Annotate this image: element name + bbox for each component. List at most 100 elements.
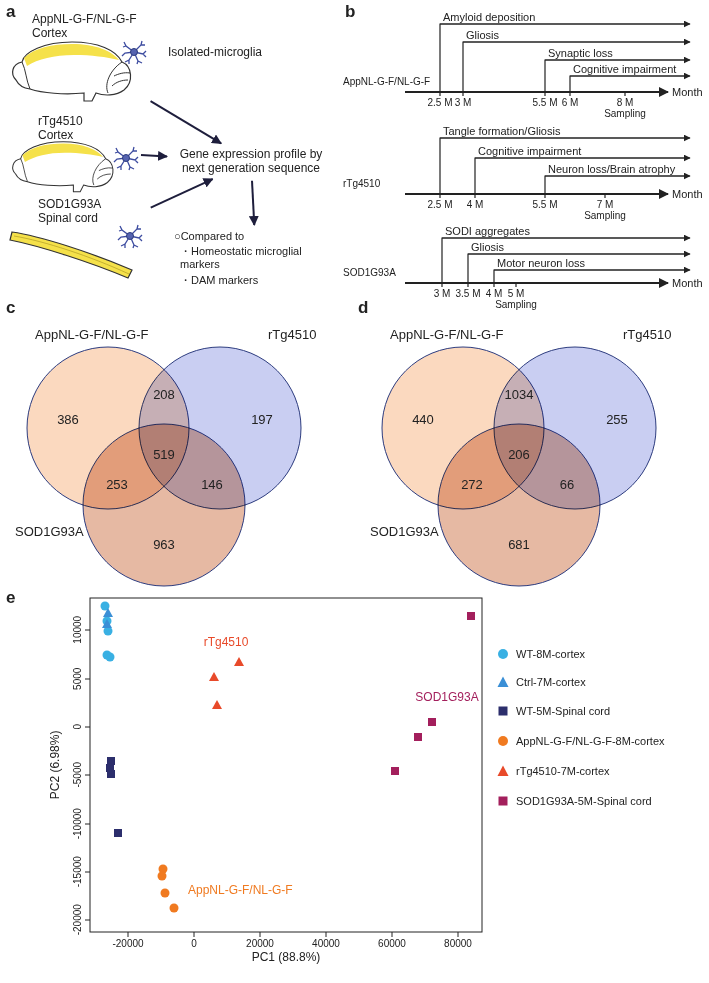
panel-letter: c: [6, 298, 15, 318]
timeline-label: Cognitive impairment: [478, 145, 581, 158]
figure-line: [570, 75, 690, 76]
venn-circle-outline: [83, 424, 245, 586]
tick-label: -5000: [72, 762, 84, 788]
wt-5m-points: [106, 757, 122, 837]
legend-swatch: [496, 734, 510, 748]
timeline-label: Motor neuron loss: [497, 257, 585, 270]
figure-path: [14, 236, 129, 274]
tick-label: 2.5 M: [427, 199, 452, 211]
timeline-label: Neuron loss/Brain atrophy: [548, 163, 675, 176]
tick-label: 5.5 M: [532, 199, 557, 211]
venn-count: 272: [461, 478, 483, 493]
legend-swatch: [496, 647, 510, 661]
rtg-points: [209, 657, 244, 709]
figure-circle: [161, 889, 170, 898]
figure-circle: [106, 653, 115, 662]
tick-label: 10000: [72, 616, 84, 644]
tick-label: 5000: [72, 668, 84, 690]
figure-line: [545, 175, 690, 176]
timeline-label: Gliosis: [466, 29, 499, 42]
figure-use: [13, 142, 113, 192]
venn-count: 255: [606, 413, 628, 428]
figure-path: [442, 283, 516, 287]
figure-line: [405, 282, 668, 284]
venn-heading: AppNL-G-F/NL-G-F: [35, 328, 148, 343]
tick-label: 20000: [246, 938, 274, 950]
venn-heading: SOD1G93A: [370, 525, 439, 540]
figure-path: [440, 92, 625, 96]
venn-count: 146: [201, 478, 223, 493]
cluster-label: SOD1G93A: [415, 691, 478, 705]
model-name: AppNL-G-F/NL-G-F: [343, 76, 430, 88]
tick-label: 80000: [444, 938, 472, 950]
legend-text: WT-8M-cortex: [516, 648, 585, 660]
legend-text: SOD1G93A-5M-Spinal cord: [516, 795, 652, 807]
figure-rect: [391, 767, 399, 775]
timeline-label: Amyloid deposition: [443, 11, 535, 24]
legend-swatch: [496, 794, 510, 808]
node-text: SOD1G93A Spinal cord: [8, 197, 116, 226]
figure-path: [85, 630, 90, 920]
figure-polygon: [209, 672, 219, 681]
cluster-label: rTg4510: [204, 636, 249, 650]
venn-heading: rTg4510: [623, 328, 671, 343]
tick-label: Sampling: [604, 108, 646, 120]
pca-plot: [85, 598, 482, 937]
tick-label: 4 M: [467, 199, 484, 211]
legend-swatch-shape: [498, 736, 508, 746]
wt-8m-points: [101, 602, 115, 662]
legend-text: WT-5M-Spinal cord: [516, 705, 610, 717]
timeline-label: Month: [672, 277, 703, 290]
tick-label: 2.5 M: [427, 97, 452, 109]
figure-path: [128, 932, 458, 937]
timeline-label: Cognitive impairment: [573, 63, 676, 76]
figure-use: [114, 147, 138, 170]
venn-count: 208: [153, 388, 175, 403]
flow-arrow: [252, 181, 254, 225]
node-text: Gene expression profile by next generati…: [170, 147, 332, 176]
legend-swatch-shape: [498, 677, 509, 688]
sample-node: AppNL-G-F/NL-G-F Cortex: [8, 10, 148, 105]
flow-arrow: [141, 155, 167, 157]
legend-row: SOD1G93A-5M-Spinal cord: [496, 794, 652, 808]
tick-label: 5.5 M: [532, 97, 557, 109]
tick-label: -20000: [112, 938, 143, 950]
sample-node: SOD1G93A Spinal cord: [8, 195, 148, 287]
legend-row: WT-5M-Spinal cord: [496, 704, 610, 718]
venn-count: 681: [508, 538, 530, 553]
figure-rect: [107, 770, 115, 778]
text-box: Gene expression profile by next generati…: [170, 145, 332, 178]
timeline-label: Gliosis: [471, 241, 504, 254]
timeline: [405, 24, 690, 287]
node-text: AppNL-G-F/NL-G-F Cortex: [8, 12, 144, 41]
tick-label: -15000: [72, 856, 84, 887]
panel-letter: e: [6, 588, 15, 608]
figure-path: [440, 138, 688, 194]
venn-count: 206: [508, 448, 530, 463]
figure-polygon: [103, 608, 113, 617]
legend-swatch: [496, 704, 510, 718]
figure-path: [442, 238, 688, 283]
panel-letter: d: [358, 298, 368, 318]
figure-line: [405, 91, 668, 93]
legend-swatch-shape: [498, 649, 508, 659]
legend-swatch-shape: [498, 766, 509, 777]
figure-circle: [170, 904, 179, 913]
figure-rect: [467, 612, 475, 620]
tick-label: 3 M: [455, 97, 472, 109]
legend-swatch-shape: [499, 797, 508, 806]
legend-row: WT-8M-cortex: [496, 647, 585, 661]
tick-label: 60000: [378, 938, 406, 950]
legend-swatch-shape: [499, 707, 508, 716]
axis-title: PC1 (88.8%): [252, 951, 321, 965]
venn-heading: rTg4510: [268, 328, 316, 343]
legend-row: Ctrl-7M-cortex: [496, 675, 586, 689]
legend-text: AppNL-G-F/NL-G-F-8M-cortex: [516, 735, 665, 747]
tick-label: Sampling: [495, 299, 537, 311]
venn-heading: AppNL-G-F/NL-G-F: [390, 328, 503, 343]
venn-circle-outline: [438, 424, 600, 586]
tick-label: 0: [72, 724, 84, 730]
figure-use: [13, 42, 131, 101]
tick-label: 40000: [312, 938, 340, 950]
